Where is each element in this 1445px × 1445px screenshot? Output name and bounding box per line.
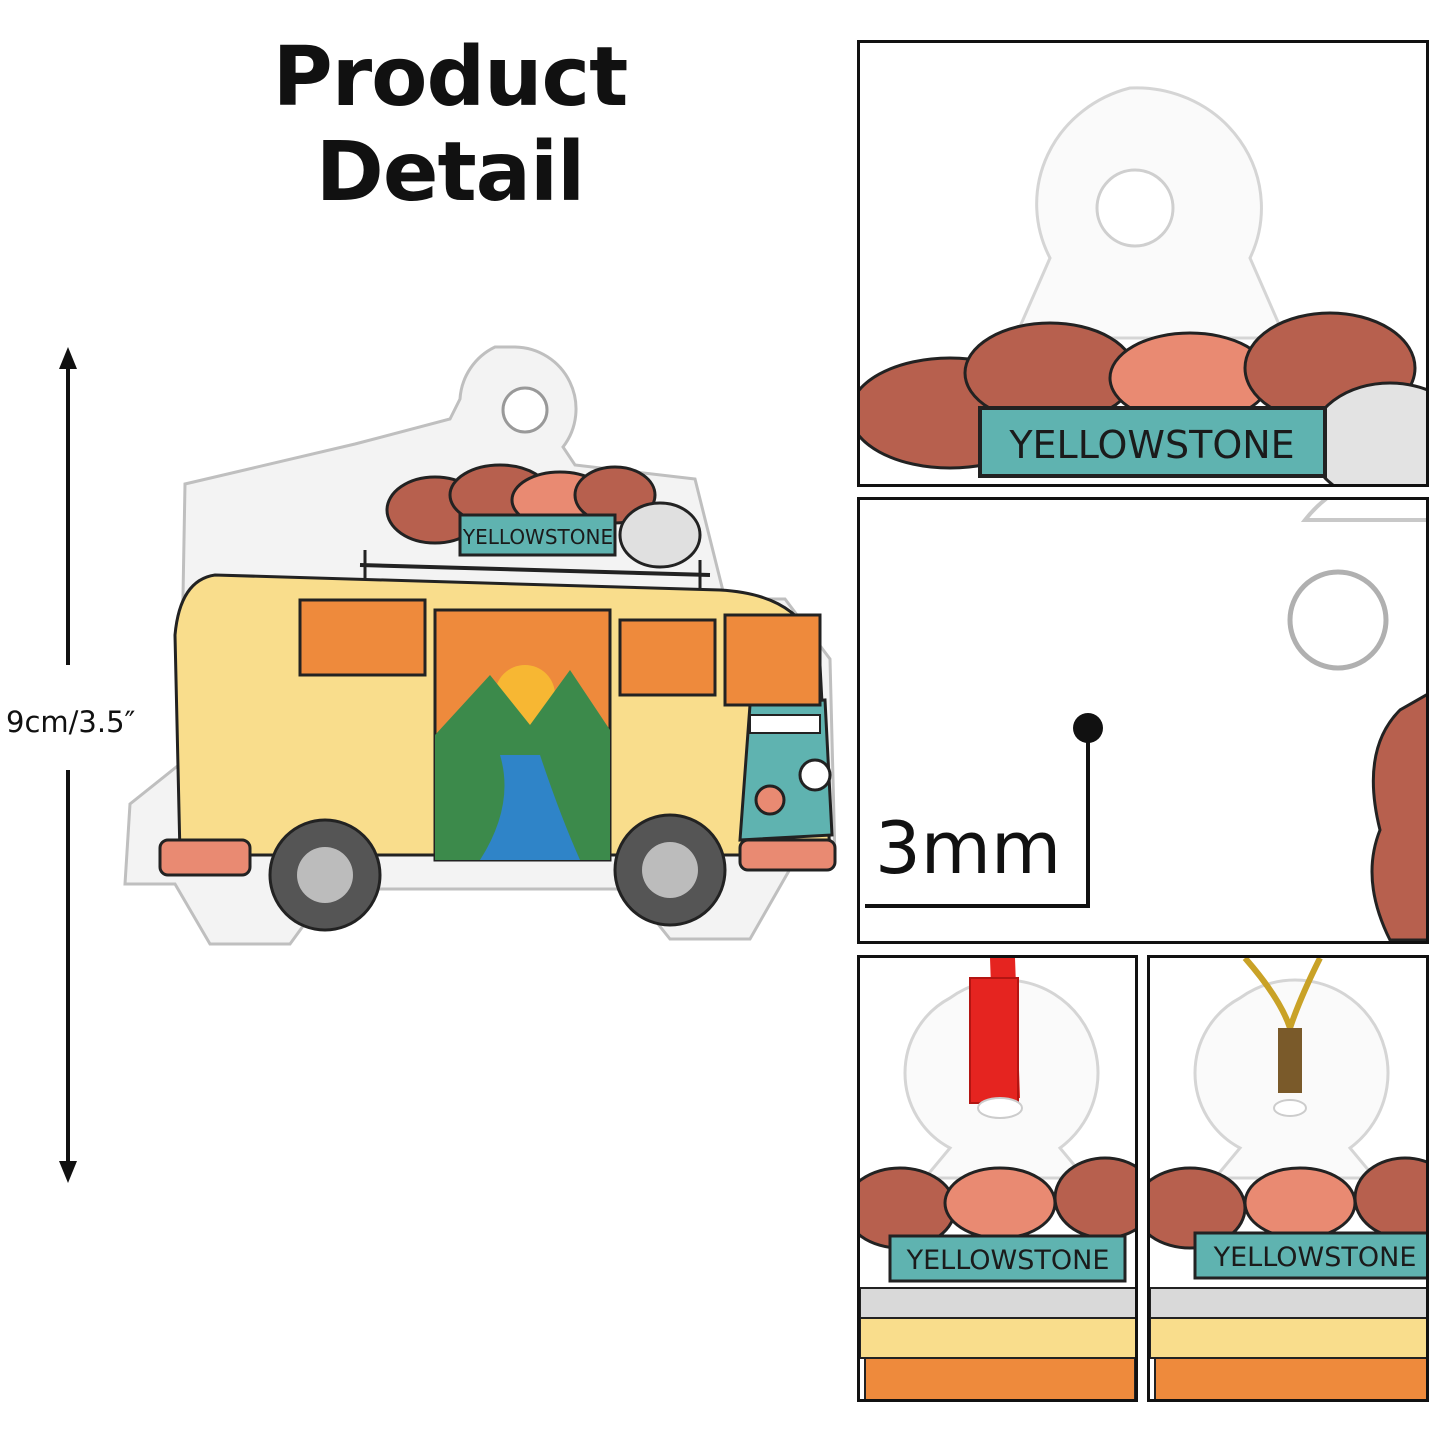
- detail-panel-gold-string: YELLOWSTONE: [1147, 955, 1429, 1402]
- detail-panel-red-ribbon: YELLOWSTONE: [857, 955, 1138, 1402]
- plate-text-top: YELLOWSTONE: [1008, 423, 1294, 467]
- detail-panel-top: YELLOWSTONE: [857, 40, 1429, 487]
- thickness-label: 3mm: [875, 806, 1062, 890]
- plate-text: YELLOWSTONE: [462, 525, 613, 549]
- plate-text-red: YELLOWSTONE: [906, 1245, 1110, 1276]
- detail-panel-thickness: 3mm: [857, 497, 1429, 944]
- pointer-line-icon: [865, 713, 1103, 908]
- van-ornament-image: YELLOWSTONE: [123, 345, 837, 946]
- double-arrow-icon: [59, 347, 77, 1183]
- size-label: 9cm/3.5″: [6, 705, 136, 739]
- page-title: Product Detail: [272, 30, 629, 220]
- plate-text-gold: YELLOWSTONE: [1213, 1242, 1417, 1273]
